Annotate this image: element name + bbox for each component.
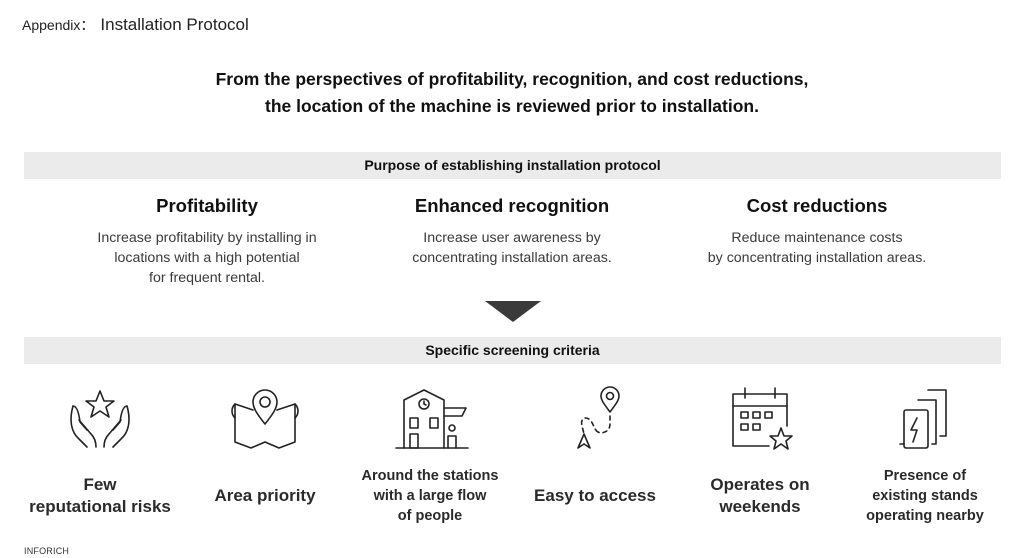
criterion-weekends: Operates on weekends [675,384,845,516]
purpose-line: Reduce maintenance costs [731,230,903,246]
station-building-icon [395,389,469,449]
purpose-title: Profitability [156,195,258,216]
page-title: Installation Protocol [100,15,249,34]
purpose-line: locations with a high potential [114,250,300,266]
criterion-label: Operates on weekends [675,466,845,526]
map-pin-icon [231,389,299,449]
criterion-easy-access: Easy to access [510,384,680,505]
purpose-description: Increase profitability by installing in … [57,228,357,288]
purpose-title: Cost reductions [746,195,888,216]
criterion-area-priority: Area priority [180,384,350,505]
breadcrumb: Appendix： Installation Protocol [22,15,249,35]
criterion-line: Around the stations [361,468,499,484]
criterion-label: Few reputational risks [15,466,185,526]
calendar-star-icon [732,387,793,450]
purpose-band: Purpose of establishing installation pro… [24,152,1001,179]
purpose-line: Increase profitability by installing in [97,230,317,246]
footer-brand: INFORICH [24,546,70,556]
purpose-profitability: Profitability Increase profitability by … [57,195,357,288]
criterion-line: Easy to access [534,486,656,505]
purpose-recognition: Enhanced recognition Increase user aware… [362,195,662,268]
criterion-line: reputational risks [29,497,171,516]
criterion-stations: Around the stations with a large flow of… [345,384,515,524]
headline-line-2: the location of the machine is reviewed … [265,96,759,116]
criterion-reputational-risks: Few reputational risks [15,384,185,516]
down-arrow-icon [485,301,541,322]
criterion-line: Operates on [710,475,810,494]
hands-star-icon [70,390,130,448]
headline-line-1: From the perspectives of profitability, … [215,69,809,89]
route-icon [577,386,620,449]
criterion-label: Around the stations with a large flow of… [345,466,515,526]
purpose-line: concentrating installation areas. [412,250,612,266]
criterion-line: Presence of [883,468,967,484]
criterion-line: weekends [719,497,801,516]
purpose-line: Increase user awareness by [423,230,601,246]
purpose-line: for frequent rental. [149,270,265,286]
purpose-cost-reductions: Cost reductions Reduce maintenance costs… [667,195,967,268]
criterion-existing-stands: Presence of existing stands operating ne… [840,384,1010,524]
headline: From the perspectives of profitability, … [0,66,1024,120]
criterion-line: Area priority [214,486,316,505]
criterion-label: Area priority [180,466,350,526]
criteria-band: Specific screening criteria [24,337,1001,364]
purpose-title: Enhanced recognition [414,195,610,216]
criterion-line: Few [83,475,117,494]
criterion-line: existing stands [872,488,978,504]
battery-stands-icon [899,389,947,449]
breadcrumb-lead: Appendix： [22,17,95,33]
criterion-label: Presence of existing stands operating ne… [840,466,1010,526]
criterion-line: with a large flow [373,488,487,504]
criterion-line: operating nearby [866,508,984,524]
criterion-line: of people [397,508,463,524]
purpose-line: by concentrating installation areas. [707,250,927,266]
purpose-description: Increase user awareness by concentrating… [362,228,662,268]
purpose-description: Reduce maintenance costs by concentratin… [667,228,967,268]
criterion-label: Easy to access [510,466,680,526]
